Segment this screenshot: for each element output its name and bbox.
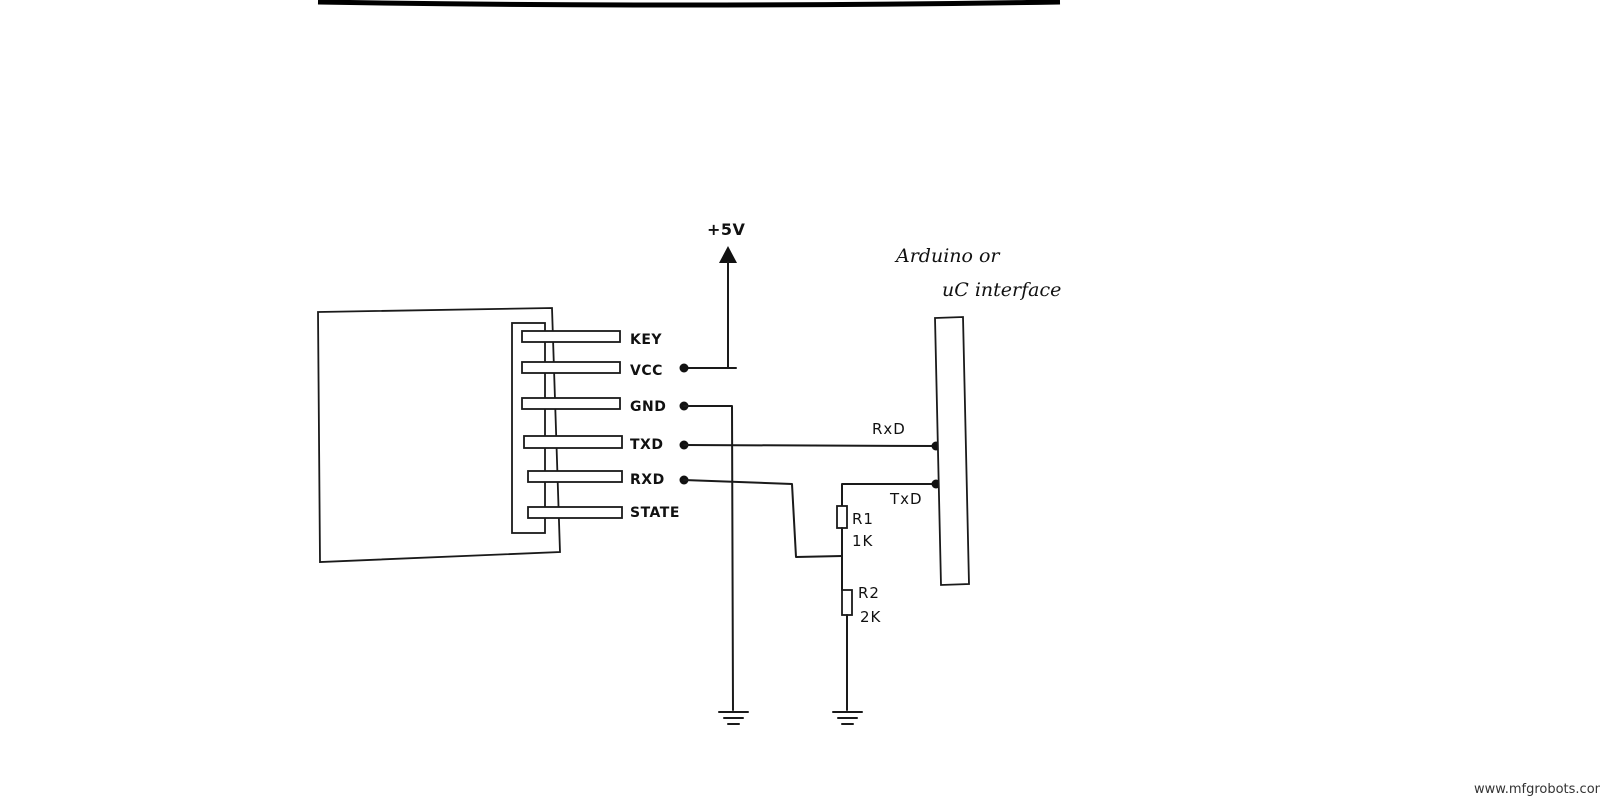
r1-value: 1K xyxy=(852,532,874,550)
pin-label-rxd: RXD xyxy=(630,472,665,488)
ground-symbol-icon xyxy=(832,711,863,725)
r1-name: R1 xyxy=(852,510,874,528)
pin-label-key: KEY xyxy=(630,332,662,348)
pin-rxd xyxy=(527,470,623,483)
supply-label: +5V xyxy=(707,220,746,239)
pin-txd xyxy=(523,435,623,449)
pin-vcc xyxy=(521,361,621,374)
pin-label-state: STATE xyxy=(630,505,680,521)
interface-txd-label: TxD xyxy=(889,490,923,508)
supply-5v xyxy=(679,246,737,373)
interface-rxd-label: RxD xyxy=(872,420,906,438)
pin-key xyxy=(521,330,621,343)
interface-connector xyxy=(934,316,970,586)
module-pins xyxy=(521,330,623,519)
rxd-net xyxy=(679,475,941,725)
ground-symbol-icon xyxy=(718,711,749,725)
module-pin-header xyxy=(511,322,546,534)
bluetooth-module xyxy=(317,307,561,563)
interface-block xyxy=(934,316,970,586)
module-body xyxy=(317,307,561,563)
pin-state xyxy=(527,506,623,519)
resistor-r2 xyxy=(841,589,853,616)
interface-title-line1: Arduino or xyxy=(894,245,1001,267)
watermark: www.mfgrobots.com xyxy=(1474,782,1600,796)
pin-gnd xyxy=(521,397,621,410)
r2-value: 2K xyxy=(860,608,882,626)
r2-name: R2 xyxy=(858,584,880,602)
interface-title-line2: uC interface xyxy=(942,279,1061,301)
pin-label-vcc: VCC xyxy=(630,363,663,379)
pin-label-txd: TXD xyxy=(630,437,663,453)
gnd-net xyxy=(679,401,749,725)
txd-net xyxy=(679,440,941,451)
top-border-line xyxy=(317,0,1061,8)
vcc-node xyxy=(679,363,689,373)
resistor-r1 xyxy=(836,505,848,529)
pin-label-gnd: GND xyxy=(630,399,666,415)
supply-arrow-icon xyxy=(719,246,737,263)
